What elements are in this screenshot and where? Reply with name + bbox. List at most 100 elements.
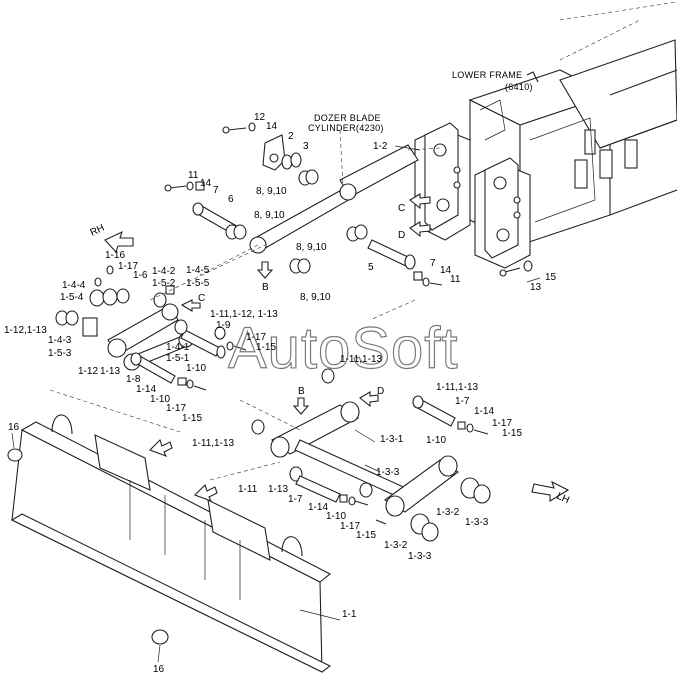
callout-label: 1-4-1 bbox=[166, 342, 190, 353]
callout-label: 1-4-5 bbox=[186, 265, 210, 276]
lower-frame-title: LOWER FRAME bbox=[452, 70, 522, 80]
callout-label: 1-15 bbox=[182, 413, 202, 424]
blade-arrow-2-icon bbox=[194, 483, 218, 503]
callout-label: 1-17 bbox=[118, 261, 138, 272]
callout-label: 1-8 bbox=[126, 374, 141, 385]
callout-label: 1-10 bbox=[326, 511, 346, 522]
assembly-lines bbox=[49, 244, 416, 481]
lh-label: LH bbox=[555, 491, 571, 506]
dozer-blade-cylinder bbox=[199, 129, 441, 276]
callout-label: 1-1 bbox=[342, 609, 357, 620]
blade-arrow-1-icon bbox=[149, 438, 173, 458]
callout-label: 1-11,1-12, 1-13 bbox=[210, 309, 278, 320]
right-arrow-c-icon bbox=[180, 299, 201, 312]
callout-label: 1-3-3 bbox=[376, 467, 400, 478]
callout-label: 7 bbox=[213, 185, 219, 196]
down-arrow-b2-icon bbox=[292, 397, 310, 415]
callout-label: 8, 9,10 bbox=[256, 186, 287, 197]
callout-label: 1-17 bbox=[492, 418, 512, 429]
callout-label: 1-17 bbox=[340, 521, 360, 532]
callout-label: 1-2 bbox=[373, 141, 388, 152]
callout-label: 11 bbox=[450, 274, 461, 285]
callout-label: 3 bbox=[303, 141, 309, 152]
callout-label: 14 bbox=[440, 265, 452, 276]
callout-label: 5 bbox=[368, 262, 374, 273]
callout-label: 1-11,1-13 bbox=[340, 354, 383, 365]
callout-label: 16 bbox=[8, 422, 20, 433]
rh-arrow-icon bbox=[104, 230, 134, 254]
callout-label: 14 bbox=[200, 178, 212, 189]
down-arrow-b-icon bbox=[256, 261, 274, 279]
cylinder-title-1: DOZER BLADE bbox=[314, 113, 381, 123]
view-d-label-2: D bbox=[377, 386, 384, 397]
callout-label: 1-9 bbox=[216, 320, 231, 331]
callout-label: 1-5-4 bbox=[60, 292, 84, 303]
callout-label: 1-4-4 bbox=[62, 280, 86, 291]
callout-label: 1-11,1-13 bbox=[436, 382, 479, 393]
right-arrow-d-icon bbox=[359, 391, 379, 408]
callout-label: 1-13 bbox=[100, 366, 120, 377]
callout-label: 15 bbox=[545, 272, 557, 283]
center-link-assembly bbox=[251, 368, 491, 542]
left-arrow-d-icon bbox=[409, 221, 431, 238]
rh-label: RH bbox=[89, 223, 107, 239]
dozer-blade bbox=[7, 414, 332, 673]
cylinder-title-2: CYLINDER(4230) bbox=[308, 123, 384, 133]
callout-label: 1-3-2 bbox=[384, 540, 408, 551]
callout-label: 1-11 bbox=[238, 484, 258, 495]
callout-label: 16 bbox=[153, 664, 165, 675]
callout-label: 1-10 bbox=[186, 363, 206, 374]
lh-arrow-icon bbox=[531, 480, 570, 502]
callout-label: 6 bbox=[228, 194, 234, 205]
callout-label: 7 bbox=[430, 258, 436, 269]
callout-label: 1-17 bbox=[246, 332, 266, 343]
callout-label: 1-3-1 bbox=[380, 434, 404, 445]
callout-label: 1-5-1 bbox=[166, 353, 190, 364]
callout-labels: 12 14 2 3 1-2 8, 9,10 11 14 7 6 8, 9,10 … bbox=[4, 112, 557, 675]
callout-label: 1-12,1-13 bbox=[4, 325, 47, 336]
callout-label: 11 bbox=[188, 170, 199, 181]
left-arrow-c-icon bbox=[409, 193, 431, 210]
callout-label: 1-12 bbox=[78, 366, 98, 377]
callout-label: 1-16 bbox=[105, 250, 125, 261]
view-c-label-1: C bbox=[398, 203, 405, 214]
callout-label: 14 bbox=[266, 121, 278, 132]
callout-label: 1-14 bbox=[136, 384, 156, 395]
callout-label: 1-7 bbox=[455, 396, 470, 407]
callout-label: 1-15 bbox=[502, 428, 522, 439]
cylinder-hardware-top bbox=[164, 122, 533, 287]
callout-label: 1-15 bbox=[356, 530, 376, 541]
callout-label: 1-5-5 bbox=[186, 278, 210, 289]
callout-label: 1-14 bbox=[474, 406, 494, 417]
lower-frame-code: (6410) bbox=[505, 82, 533, 92]
callout-label: 1-11,1-13 bbox=[192, 438, 235, 449]
callout-label: 1-14 bbox=[308, 502, 328, 513]
watermark-text: AutoSoft bbox=[228, 316, 458, 381]
leader-lines bbox=[11, 145, 541, 663]
direction-arrows bbox=[104, 193, 570, 503]
callout-label: 1-5-2 bbox=[152, 278, 176, 289]
callout-label: 1-4-3 bbox=[48, 335, 72, 346]
callout-label: 1-4-2 bbox=[152, 266, 176, 277]
callout-label: 1-10 bbox=[426, 435, 446, 446]
callout-label: 8, 9,10 bbox=[300, 292, 331, 303]
mount-bracket-pair bbox=[414, 122, 531, 269]
callout-label: 1-10 bbox=[150, 394, 170, 405]
callout-label: 12 bbox=[254, 112, 266, 123]
callout-label: 1-6 bbox=[133, 270, 148, 281]
callout-label: 13 bbox=[530, 282, 542, 293]
view-c-label-2: C bbox=[198, 293, 205, 304]
callout-label: 1-15 bbox=[256, 342, 276, 353]
callout-label: 1-7 bbox=[288, 494, 303, 505]
callout-label: 8, 9,10 bbox=[296, 242, 327, 253]
callout-label: 1-3-3 bbox=[408, 551, 432, 562]
callout-label: 8, 9,10 bbox=[254, 210, 285, 221]
view-b-label-2: B bbox=[298, 386, 305, 397]
view-b-label-1: B bbox=[262, 282, 269, 293]
callout-label: 1-3-3 bbox=[465, 517, 489, 528]
callout-label: 1-17 bbox=[166, 403, 186, 414]
view-d-label-1: D bbox=[398, 230, 405, 241]
callout-label: 1-13 bbox=[268, 484, 288, 495]
callout-label: 1-5-3 bbox=[48, 348, 72, 359]
